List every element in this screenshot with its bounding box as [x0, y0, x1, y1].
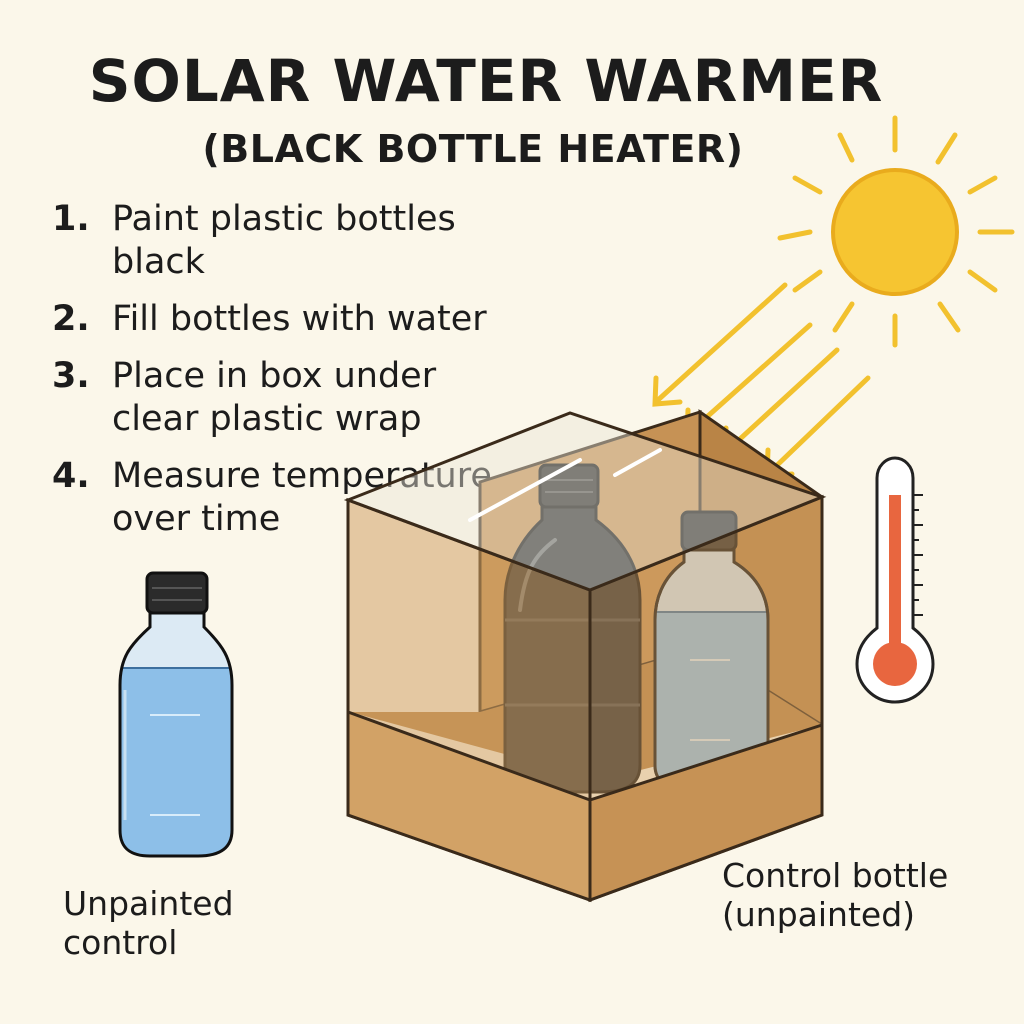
- right-caption-line1: Control bottle: [722, 856, 949, 895]
- step-item: 4. Measure temperature over time: [52, 455, 522, 541]
- steps-list: 1. Paint plastic bottles black 2. Fill b…: [52, 198, 522, 555]
- sun-icon: [777, 115, 1015, 348]
- step-number: 1.: [52, 199, 90, 239]
- page-title: SOLAR WATER WARMER: [88, 47, 884, 115]
- step-text: Fill bottles with water: [112, 299, 487, 339]
- step-item: 2. Fill bottles with water: [52, 298, 522, 341]
- step-item: 3. Place in box under clear plastic wrap: [52, 355, 522, 441]
- step-text: Measure temperature over time: [112, 456, 492, 539]
- step-text: Place in box under clear plastic wrap: [112, 356, 437, 439]
- thermometer-icon: [855, 456, 935, 704]
- step-number: 3.: [52, 356, 90, 396]
- step-number: 4.: [52, 456, 90, 496]
- left-caption-line2: control: [63, 923, 178, 962]
- left-caption-line1: Unpainted: [63, 884, 234, 923]
- control-bottle: [118, 571, 234, 858]
- step-item: 1. Paint plastic bottles black: [52, 198, 522, 284]
- left-caption: Unpainted control: [63, 884, 234, 962]
- right-caption: Control bottle (unpainted): [722, 856, 948, 934]
- page-subtitle: (BLACK BOTTLE HEATER): [202, 127, 744, 171]
- step-text: Paint plastic bottles black: [112, 199, 456, 282]
- step-number: 2.: [52, 299, 90, 339]
- plastic-wrap: [343, 411, 827, 592]
- right-caption-line2: (unpainted): [722, 895, 916, 934]
